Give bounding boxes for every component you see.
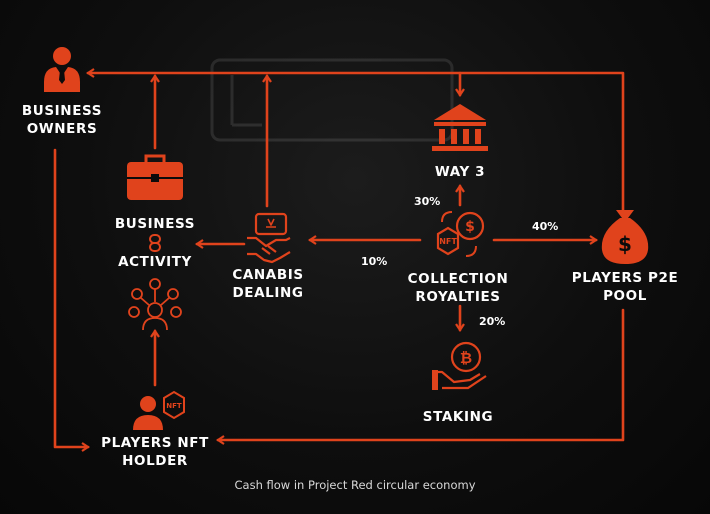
players-p2e-pool-label-line1: PLAYERS P2E [572, 270, 679, 286]
flow-p2e-to-owners-way3 [86, 68, 625, 212]
percent-to-staking: 20% [479, 315, 505, 328]
nft-player-icon: NFT [133, 390, 185, 430]
collection-royalties-label-line2: ROYALTIES [415, 289, 500, 305]
businessman-icon [44, 47, 80, 92]
percent-to-canabis: 10% [361, 255, 387, 268]
players-nft-holder-label-line1: PLAYERS NFT [101, 435, 209, 451]
svg-text:NFT: NFT [439, 237, 457, 246]
collection-royalties-label-line1: COLLECTION [408, 271, 509, 287]
network-people-icon [128, 278, 182, 331]
handshake-icon [247, 212, 291, 264]
business-activity-label-line1: BUSINESS [115, 216, 195, 232]
flow-owners-to-nft-holder [53, 148, 90, 452]
way3-label: WAY 3 [435, 164, 485, 180]
business-owners-label-line1: BUSINESS [22, 103, 102, 119]
bitcoin-hand-icon: ₿ [432, 341, 487, 390]
svg-text:$: $ [618, 232, 632, 256]
bank-icon [432, 104, 488, 151]
diagram-caption: Cash flow in Project Red circular econom… [234, 478, 476, 492]
svg-text:NFT: NFT [166, 402, 182, 410]
money-bag-icon: $ [601, 210, 649, 264]
staking-label: STAKING [423, 409, 493, 425]
svg-text:₿: ₿ [460, 349, 472, 367]
nft-coin-cycle-icon: $ NFT [436, 211, 485, 257]
canabis-dealing-label-line1: CANABIS [232, 267, 303, 283]
percent-to-p2e: 40% [532, 220, 558, 233]
canabis-dealing-label-line2: DEALING [232, 285, 303, 301]
percent-to-way3: 30% [414, 195, 440, 208]
svg-text:$: $ [465, 219, 475, 235]
business-activity-label-line2: ACTIVITY [118, 254, 192, 270]
players-p2e-pool-label-line2: POOL [603, 288, 647, 304]
flow-p2e-to-nft-holder [216, 308, 625, 445]
business-owners-label-line2: OWNERS [27, 121, 98, 137]
link-connector-icon [149, 234, 161, 252]
players-nft-holder-label-line2: HOLDER [122, 453, 188, 469]
briefcase-icon [127, 154, 183, 200]
background-sign-decoration [210, 58, 454, 142]
